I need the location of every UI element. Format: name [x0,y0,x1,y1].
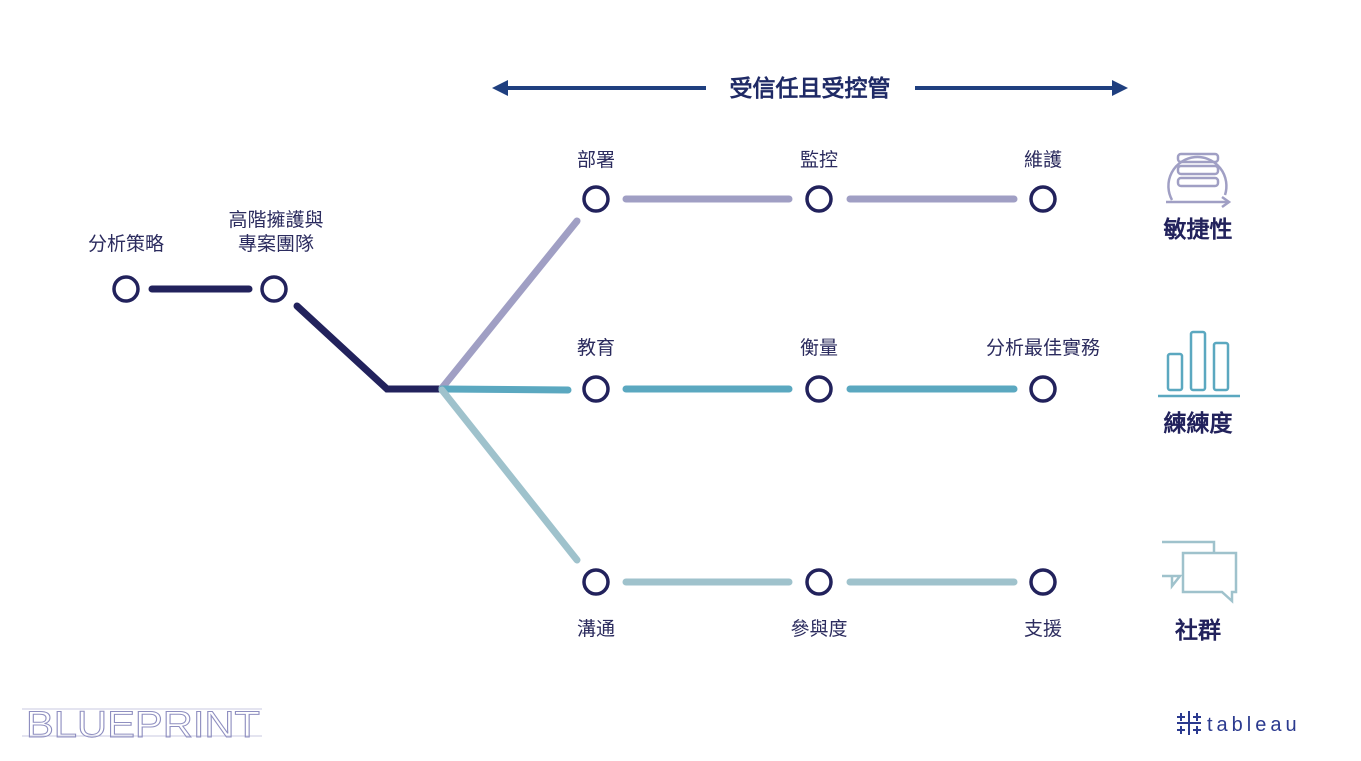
blueprint-logo-text: BLUEPRINT [26,704,260,745]
category-label: 練練度 [1164,410,1234,437]
blueprint-logo: BLUEPRINT [22,704,262,746]
tableau-logo-text: tableau [1207,714,1301,736]
stage-label: 分析最佳實務 [986,337,1100,359]
node-analytics-strategy [112,275,140,303]
stage-node [805,185,833,213]
stage-node [805,568,833,596]
stage-node [582,375,610,403]
stage-node [1029,568,1057,596]
stage-node [805,375,833,403]
category-label: 敏捷性 [1163,216,1233,243]
header-title: 受信任且受控管 [730,75,891,102]
trunk-line [148,285,444,393]
stage-node [582,568,610,596]
branch-middle [438,385,572,394]
stage-label: 教育 [577,337,615,359]
stage-node [582,185,610,213]
branch-bottom [438,386,581,564]
stage-label: 支援 [1024,618,1062,640]
stage-label: 維護 [1024,149,1062,171]
stage-label: 衡量 [800,337,838,359]
stage-label: 部署 [577,149,615,171]
node-label: 專案團隊 [238,233,314,255]
category-label: 社群 [1175,617,1221,644]
stage-label: 溝通 [577,618,615,640]
stage-node [1029,185,1057,213]
stage-node [1029,375,1057,403]
node-label: 分析策略 [88,233,164,255]
branch-top [438,217,581,392]
node-executive-sponsor [260,275,288,303]
bar-chart-icon [1158,330,1240,398]
stage-label: 監控 [800,149,838,171]
chat-bubbles-icon [1162,540,1238,604]
header-arrow [492,80,1128,96]
tableau-logo: tableau [1177,711,1301,736]
stage-label: 參與度 [790,618,847,640]
node-label: 高階擁護與 [228,209,323,231]
server-cycle-icon [1166,152,1232,209]
